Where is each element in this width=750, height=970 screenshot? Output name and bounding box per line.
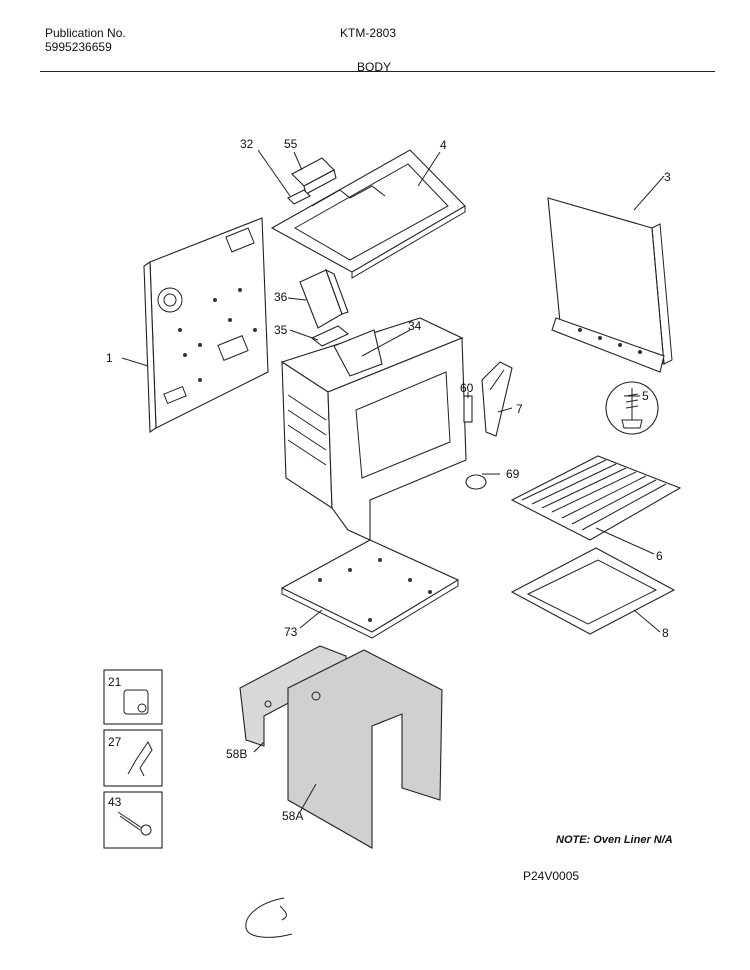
callout-69: 69: [506, 467, 520, 481]
part-plug-button: [465, 474, 487, 490]
callout-21: 21: [108, 675, 122, 689]
callout-3: 3: [664, 170, 671, 184]
callout-7: 7: [516, 402, 523, 416]
part-oven-rack: [510, 455, 682, 541]
callout-35: 35: [274, 323, 288, 337]
inset-screw-43: [103, 791, 163, 849]
header-rule: [40, 71, 715, 72]
figure-id: P24V0005: [523, 869, 580, 883]
part-vent-baffle: [333, 329, 383, 377]
part-door-hinge: [481, 361, 513, 437]
part-oven-bottom: [510, 547, 676, 635]
callout-36: 36: [274, 290, 288, 304]
part-vent-seal: [310, 325, 350, 347]
callout-60: 60: [460, 381, 474, 395]
callout-8: 8: [662, 626, 669, 640]
callout-6: 6: [656, 549, 663, 563]
leader-lines: [121, 149, 665, 813]
footer-note: NOTE: Oven Liner N/A: [556, 834, 673, 846]
part-vent-gasket: [287, 189, 311, 205]
part-top-frame: [270, 149, 466, 279]
part-leveling-leg-inset: [605, 381, 659, 435]
model-number: KTM-2803: [340, 26, 397, 40]
handwritten-mark: [279, 905, 287, 921]
callout-27: 27: [108, 735, 122, 749]
callout-73: 73: [284, 625, 298, 639]
part-floor-panel: [280, 539, 460, 639]
publication-label: Publication No.: [45, 26, 126, 40]
inset-clip-21: [103, 669, 163, 725]
publication-number: 5995236659: [45, 40, 112, 54]
inset-bracket-27: [103, 729, 163, 787]
callout-58b: 58B: [226, 747, 247, 761]
callout-43: 43: [108, 795, 122, 809]
part-side-panel: [547, 197, 673, 373]
callout-55: 55: [284, 137, 298, 151]
part-hinge-bracket: [463, 395, 473, 423]
callout-32: 32: [240, 137, 254, 151]
callout-4: 4: [440, 138, 447, 152]
part-insulation-58a: [287, 649, 443, 849]
part-vent-chute: [299, 268, 349, 329]
callout-1: 1: [106, 351, 113, 365]
callout-5: 5: [642, 389, 649, 403]
part-back-panel: [143, 217, 269, 434]
handwritten-scribble: [245, 897, 293, 938]
callout-34: 34: [408, 319, 422, 333]
callout-58a: 58A: [282, 809, 303, 823]
section-title: BODY: [357, 60, 392, 74]
